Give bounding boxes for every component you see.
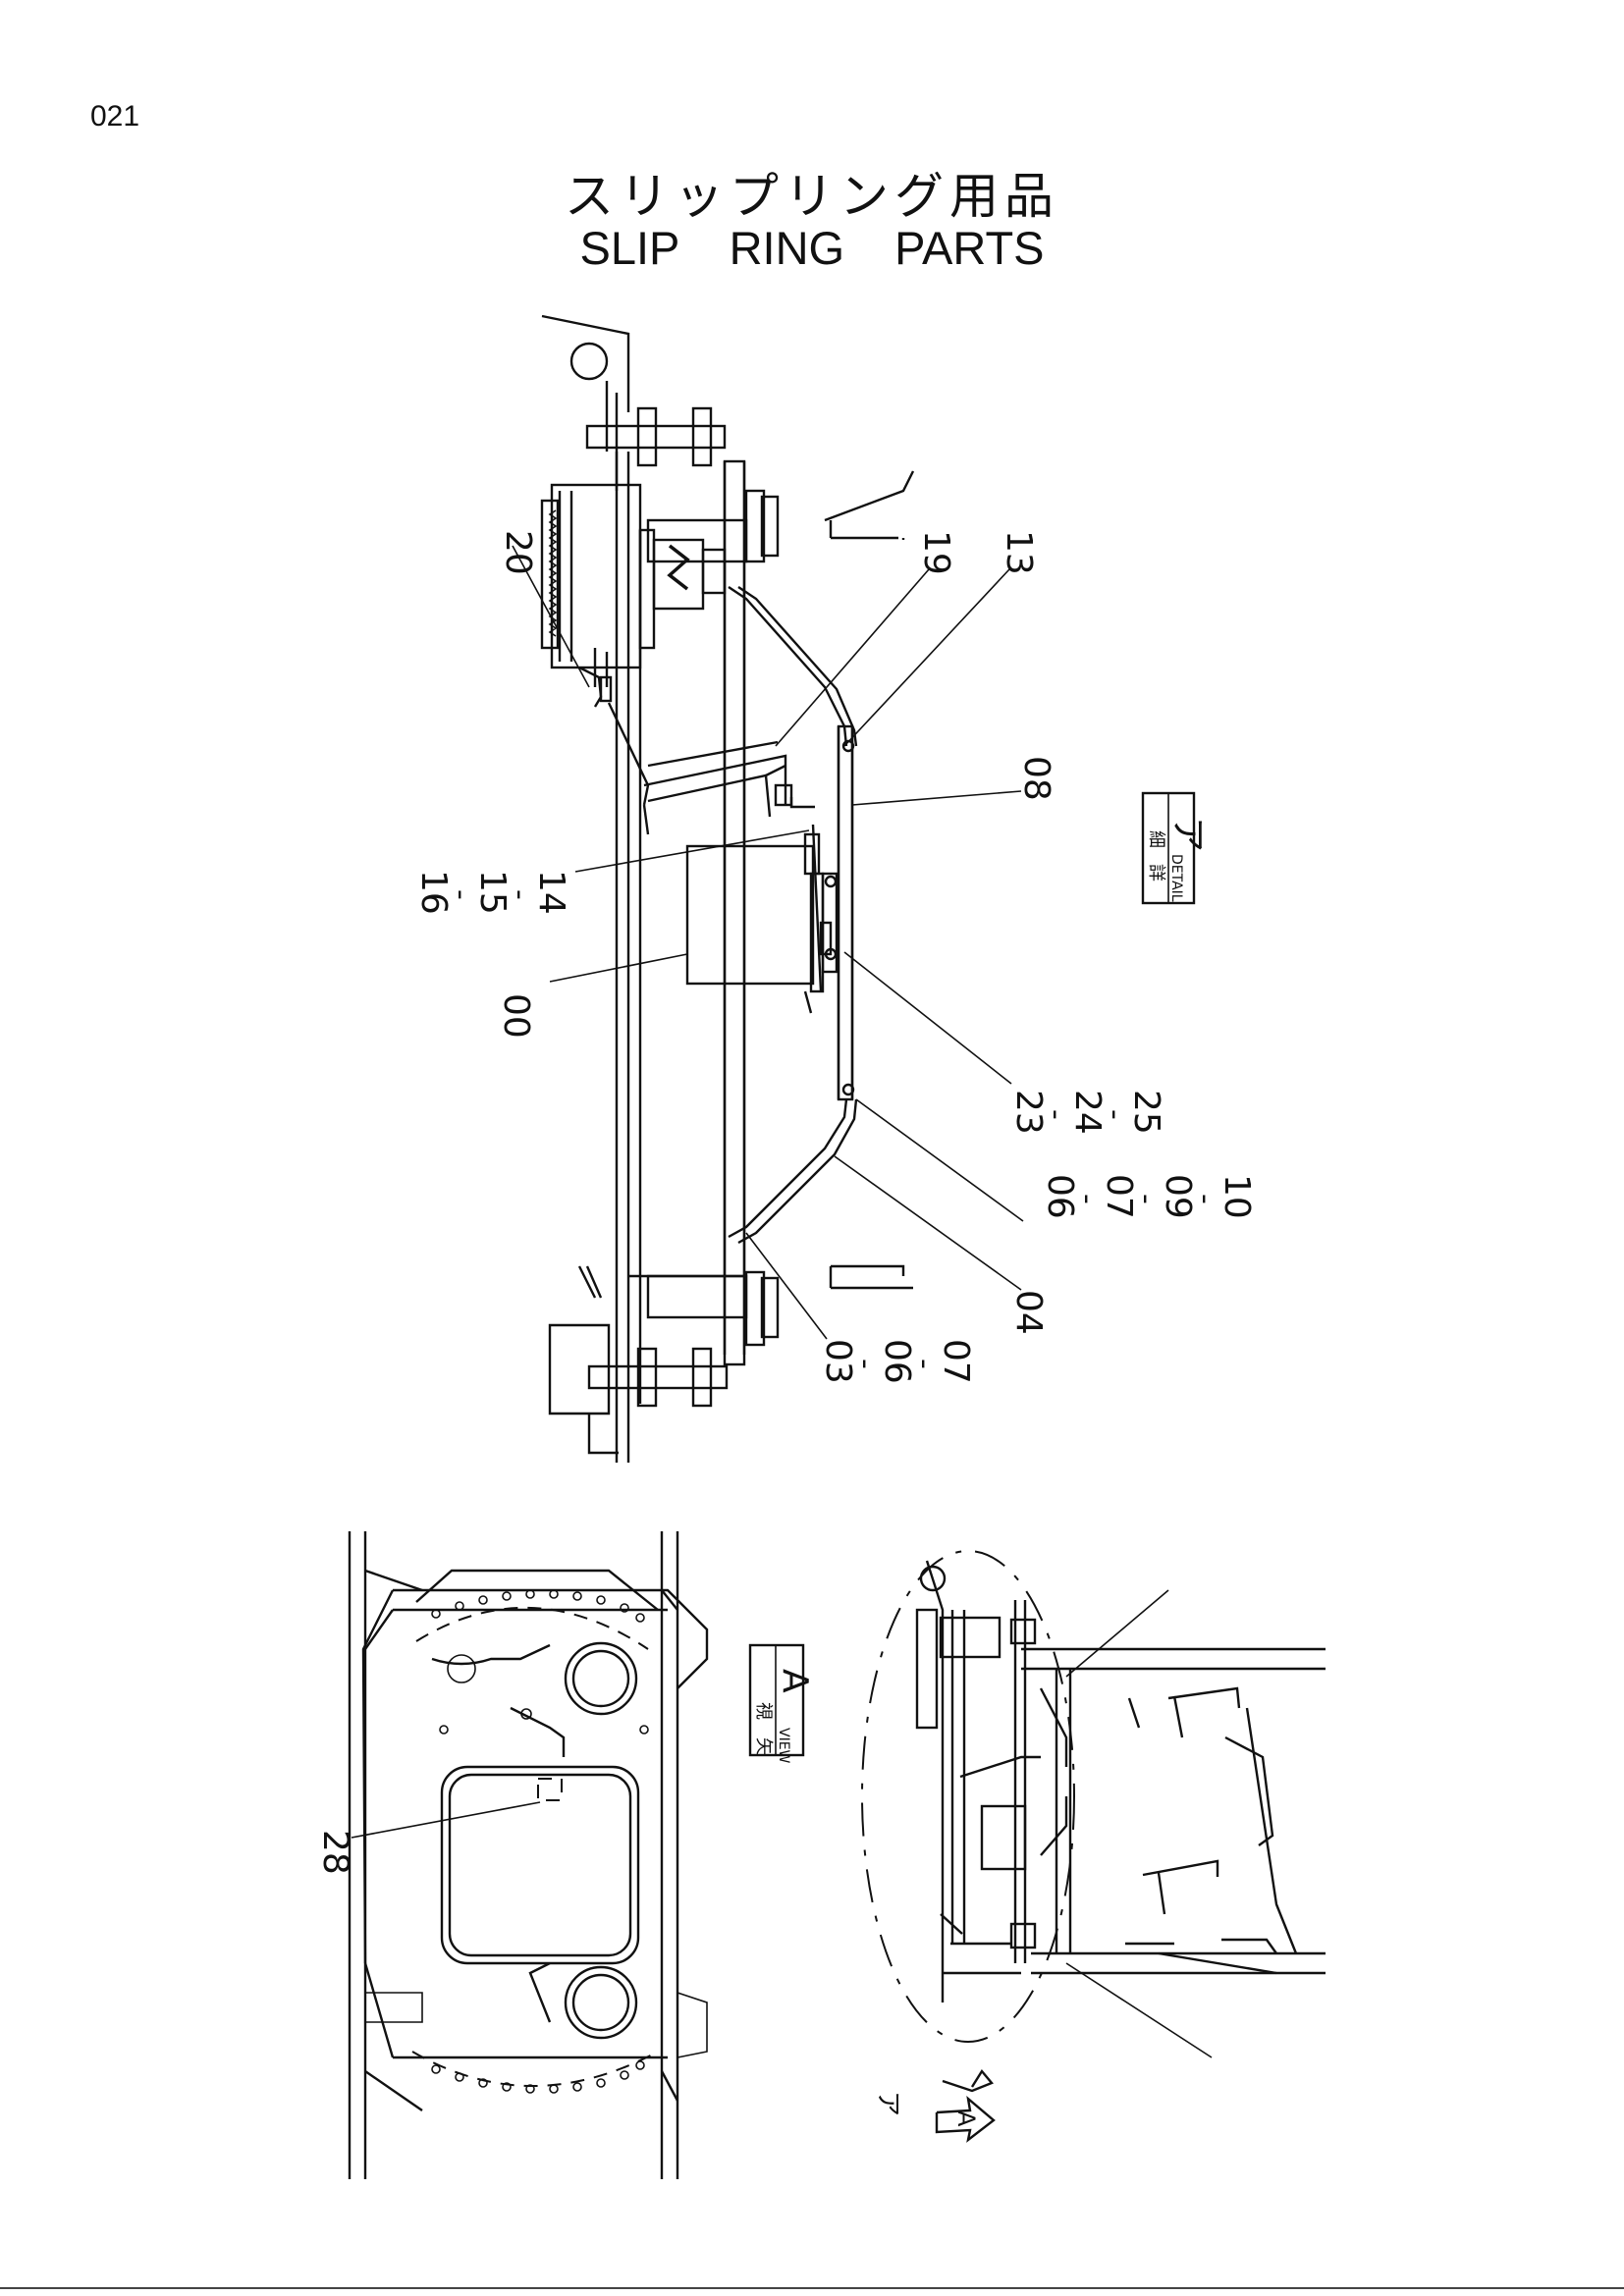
view-en: VIEW bbox=[776, 1728, 791, 1764]
callout-08: 08 bbox=[1016, 756, 1056, 801]
callout-25: 25 bbox=[1126, 1090, 1166, 1135]
view-jp-2: 視 bbox=[753, 1702, 774, 1720]
view-jp-1: 矢 bbox=[753, 1737, 774, 1755]
detail-en: DETAIL bbox=[1168, 854, 1184, 902]
callout-10: 10 bbox=[1217, 1174, 1257, 1219]
view-arrow-a: A bbox=[952, 2110, 980, 2127]
bottom-rule bbox=[0, 2287, 1624, 2289]
detail-jp-2: 細 bbox=[1146, 830, 1166, 848]
callout-20: 20 bbox=[498, 530, 538, 575]
callout-06b: 06 bbox=[877, 1339, 917, 1384]
callout-sep-16-15: - bbox=[444, 889, 478, 900]
callout-sep-06-07: - bbox=[1070, 1194, 1105, 1204]
callout-07b: 07 bbox=[936, 1339, 976, 1384]
view-a-label-box: 矢 視 VIEW A bbox=[748, 1643, 815, 1764]
callout-23: 23 bbox=[1008, 1090, 1049, 1135]
callout-sep-06-07b: - bbox=[907, 1359, 942, 1369]
callout-14: 14 bbox=[531, 870, 571, 915]
callout-04: 04 bbox=[1008, 1290, 1049, 1335]
callout-00: 00 bbox=[496, 993, 536, 1039]
callout-09: 09 bbox=[1158, 1174, 1198, 1219]
callout-13: 13 bbox=[999, 530, 1039, 575]
detail-circle bbox=[861, 1550, 1075, 2043]
callout-sep-23-24: - bbox=[1039, 1109, 1073, 1120]
callout-sep-03-06: - bbox=[848, 1359, 883, 1369]
callout-sep-24-25: - bbox=[1098, 1109, 1132, 1120]
callout-15: 15 bbox=[472, 870, 513, 915]
page-number: 021 bbox=[90, 100, 140, 133]
view-a-frame-plan bbox=[348, 1531, 709, 2179]
callout-24: 24 bbox=[1067, 1090, 1108, 1135]
callout-19: 19 bbox=[916, 530, 956, 575]
detail-label-box: 詳 細 DETAIL ア bbox=[1141, 791, 1208, 905]
callout-sep-09-10: - bbox=[1188, 1194, 1222, 1204]
callout-sep-07-09: - bbox=[1129, 1194, 1164, 1204]
callout-06a: 06 bbox=[1040, 1174, 1080, 1219]
detail-mark: ア bbox=[1167, 817, 1208, 852]
callout-sep-15-14: - bbox=[503, 889, 537, 900]
view-arrow-detail-mark: ア bbox=[873, 2091, 902, 2116]
callout-16: 16 bbox=[413, 870, 454, 915]
callout-07a: 07 bbox=[1099, 1174, 1139, 1219]
title-japanese: スリップリング用品 bbox=[565, 168, 1059, 225]
callout-labels: 20 19 13 08 16 - 15 - 14 00 23 - 24 - 25… bbox=[315, 530, 1257, 1875]
title-english: SLIP RING PARTS bbox=[579, 222, 1045, 274]
view-mark: A bbox=[775, 1669, 815, 1693]
main-section-view bbox=[512, 314, 1024, 1463]
bolt-holes-bottom bbox=[431, 2060, 645, 2094]
overall-side-view: A ア bbox=[861, 1550, 1326, 2143]
detail-jp-1: 詳 bbox=[1146, 864, 1166, 881]
bolt-holes-top bbox=[431, 1589, 645, 1623]
callout-03: 03 bbox=[818, 1339, 858, 1384]
